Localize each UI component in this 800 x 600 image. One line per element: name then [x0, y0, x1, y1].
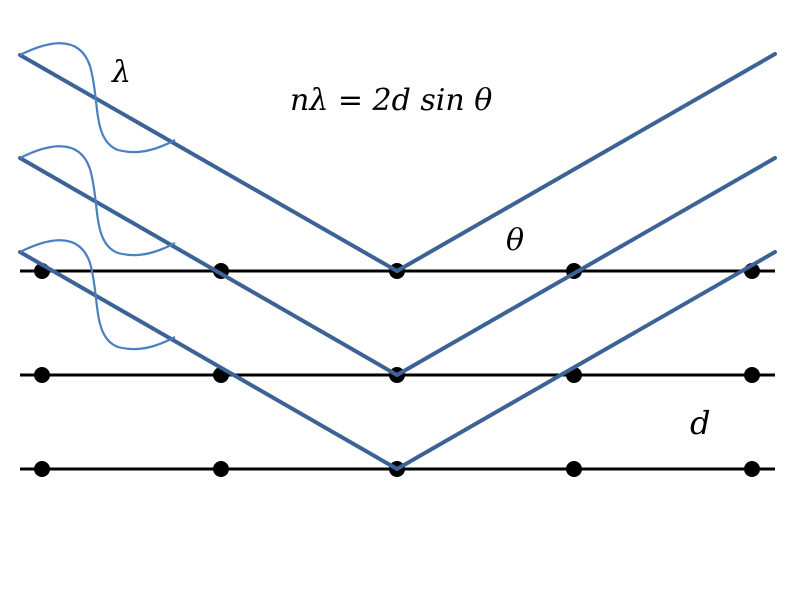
- wave-envelope-2: [19, 145, 176, 257]
- incident-ray-3: [18, 250, 399, 471]
- angle-label: θ: [506, 223, 524, 258]
- atoms: [34, 263, 760, 477]
- reflected-ray-1: [395, 52, 777, 273]
- wave-envelope-1: [19, 42, 176, 154]
- reflected-ray-2: [395, 156, 777, 377]
- atom-3-4: [566, 461, 582, 477]
- reflected-rays: [395, 52, 777, 471]
- wave-envelope-3: [19, 239, 176, 351]
- atom-2-1: [34, 367, 50, 383]
- spacing-label: d: [690, 404, 710, 442]
- incident-ray-2: [18, 156, 399, 377]
- wavelength-label: λ: [111, 55, 131, 90]
- bragg-law-formula: nλ = 2d sin θ: [290, 83, 492, 118]
- wave-envelopes: [19, 42, 176, 351]
- atom-3-1: [34, 461, 50, 477]
- atom-3-2: [213, 461, 229, 477]
- incident-rays: [18, 53, 399, 471]
- reflected-ray-3: [395, 250, 777, 471]
- incident-ray-1: [18, 53, 399, 273]
- atom-2-5: [744, 367, 760, 383]
- atom-3-5: [744, 461, 760, 477]
